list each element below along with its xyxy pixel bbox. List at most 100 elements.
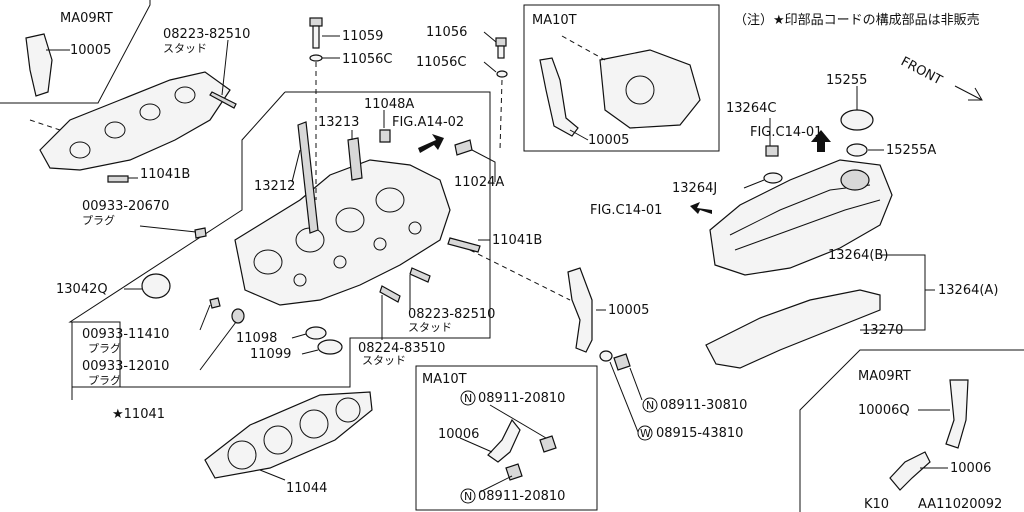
label-plug-a: プラグ bbox=[82, 213, 115, 227]
label-11044: 11044 bbox=[286, 481, 327, 496]
cover-gasket-13270 bbox=[705, 289, 881, 369]
bracket-10006-br bbox=[889, 451, 931, 491]
part-11048a bbox=[379, 129, 391, 143]
head-gasket-11044 bbox=[204, 391, 373, 479]
front-label: FRONT bbox=[898, 54, 944, 88]
label-13264j: 13264J bbox=[672, 181, 717, 196]
stud-08224 bbox=[379, 285, 401, 303]
bracket-10006-bot bbox=[487, 418, 521, 463]
n-mark-c: N bbox=[464, 490, 472, 503]
label-n-08911-20810-a: 08911-20810 bbox=[478, 391, 565, 406]
arrow-front bbox=[954, 85, 983, 101]
arrow-fig-c14-01-b bbox=[690, 202, 712, 214]
label-11048a: 11048A bbox=[364, 97, 414, 112]
label-08224-83510: 08224-83510 bbox=[358, 341, 445, 356]
bolt-11059 bbox=[309, 17, 323, 200]
label-10006-bot: 10006 bbox=[438, 427, 479, 442]
note-text: （注）★印部品コードの構成部品は非販売 bbox=[734, 12, 980, 28]
bracket-10006q bbox=[945, 379, 969, 449]
label-ma09rt-br: MA09RT bbox=[858, 369, 911, 384]
label-10005-top: 10005 bbox=[588, 133, 629, 148]
guide-13213 bbox=[347, 137, 363, 181]
seal-11099 bbox=[317, 339, 343, 355]
gasket-15255a bbox=[846, 143, 868, 157]
label-plug-b: プラグ bbox=[88, 341, 121, 355]
plug-00933-11410 bbox=[209, 297, 221, 309]
arrow-fig-c14-01-a bbox=[811, 130, 831, 152]
label-00933-20670: 00933-20670 bbox=[82, 199, 169, 214]
stud-11041b-a bbox=[107, 175, 129, 183]
arrow-fig-a14-02 bbox=[418, 134, 444, 153]
plug-00933-20670 bbox=[194, 227, 207, 239]
label-stud-c: スタッド bbox=[362, 354, 406, 367]
model-code: K10 bbox=[864, 497, 889, 512]
fitting-11024a bbox=[454, 139, 473, 156]
stud-08223-a bbox=[209, 91, 237, 109]
inset-ma09rt-bottom-right: MA09RT bbox=[799, 349, 1024, 512]
label-10006q: 10006Q bbox=[858, 403, 910, 418]
label-11099: 11099 bbox=[250, 347, 291, 362]
label-10006-br: 10006 bbox=[950, 461, 991, 476]
dowel-13212 bbox=[297, 121, 319, 234]
bracket-10005-tl bbox=[25, 33, 53, 97]
inset-ma10t-top: MA10T 10005 bbox=[523, 4, 720, 152]
n-marker-a bbox=[460, 390, 476, 406]
w-mark: W bbox=[640, 427, 651, 440]
n-mark-b: N bbox=[646, 399, 654, 412]
valve-cover bbox=[709, 109, 893, 276]
w-marker bbox=[637, 425, 653, 441]
inset-ma09rt-top-left: MA09RT 10005 bbox=[0, 0, 151, 104]
label-08223-82510-b: 08223-82510 bbox=[408, 307, 495, 322]
grommet-13264j bbox=[763, 172, 783, 184]
label-w-08915-43810: 08915-43810 bbox=[656, 426, 743, 441]
label-11041-star: ★11041 bbox=[112, 407, 165, 422]
bracket-10005-mid bbox=[567, 267, 593, 353]
label-13264a: 13264(A) bbox=[938, 283, 998, 298]
label-fig-a14-02: FIG.A14-02 bbox=[392, 115, 464, 130]
label-11056c-b: 11056C bbox=[416, 55, 466, 70]
bolt-11056 bbox=[495, 37, 508, 151]
label-13212: 13212 bbox=[254, 179, 295, 194]
label-stud-b: スタッド bbox=[408, 321, 452, 334]
label-11024a: 11024A bbox=[454, 175, 504, 190]
label-n-08911-20810-b: 08911-20810 bbox=[478, 489, 565, 504]
grommet-13264c bbox=[765, 145, 779, 157]
oil-cap-15255 bbox=[840, 109, 874, 131]
washer-08915 bbox=[599, 350, 613, 362]
nut-08911-b bbox=[505, 463, 523, 481]
label-08223-82510-a: 08223-82510 bbox=[163, 27, 250, 42]
label-15255a: 15255A bbox=[886, 143, 936, 158]
label-13264c: 13264C bbox=[726, 101, 776, 116]
leader-lines bbox=[71, 31, 935, 481]
label-11098: 11098 bbox=[236, 331, 277, 346]
label-13264b: 13264(B) bbox=[828, 248, 888, 263]
n-mark-a: N bbox=[464, 392, 472, 405]
nut-08911-30810 bbox=[613, 353, 631, 371]
n-marker-c bbox=[460, 488, 476, 504]
drawing-code: AA11020092 bbox=[918, 497, 1002, 512]
nut-08911-a bbox=[539, 435, 557, 453]
oil-seal-13042q bbox=[141, 273, 171, 299]
label-15255: 15255 bbox=[826, 73, 867, 88]
label-00933-12010: 00933-12010 bbox=[82, 359, 169, 374]
label-10005-tl: 10005 bbox=[70, 43, 111, 58]
label-stud-a: スタッド bbox=[163, 42, 207, 55]
label-n-08911-30810: 08911-30810 bbox=[660, 398, 747, 413]
label-plug-c: プラグ bbox=[88, 373, 121, 387]
bracket-10005-top bbox=[539, 57, 579, 137]
n-marker-b bbox=[642, 397, 658, 413]
label-13042q: 13042Q bbox=[56, 282, 108, 297]
inset-ma10t-bottom: MA10T bbox=[415, 365, 598, 511]
label-13213: 13213 bbox=[318, 115, 359, 130]
plug-00933-12010 bbox=[231, 308, 245, 324]
label-ma09rt-tl: MA09RT bbox=[60, 11, 113, 26]
label-11059: 11059 bbox=[342, 29, 383, 44]
stud-08223-b bbox=[409, 267, 431, 283]
cover-part-ma10t bbox=[599, 49, 701, 129]
intake-manifold bbox=[29, 71, 237, 183]
stud-11041b-b bbox=[447, 237, 481, 253]
label-ma10t-top: MA10T bbox=[532, 13, 577, 28]
label-ma10t-bot: MA10T bbox=[422, 372, 467, 387]
seal-11098 bbox=[305, 326, 327, 340]
